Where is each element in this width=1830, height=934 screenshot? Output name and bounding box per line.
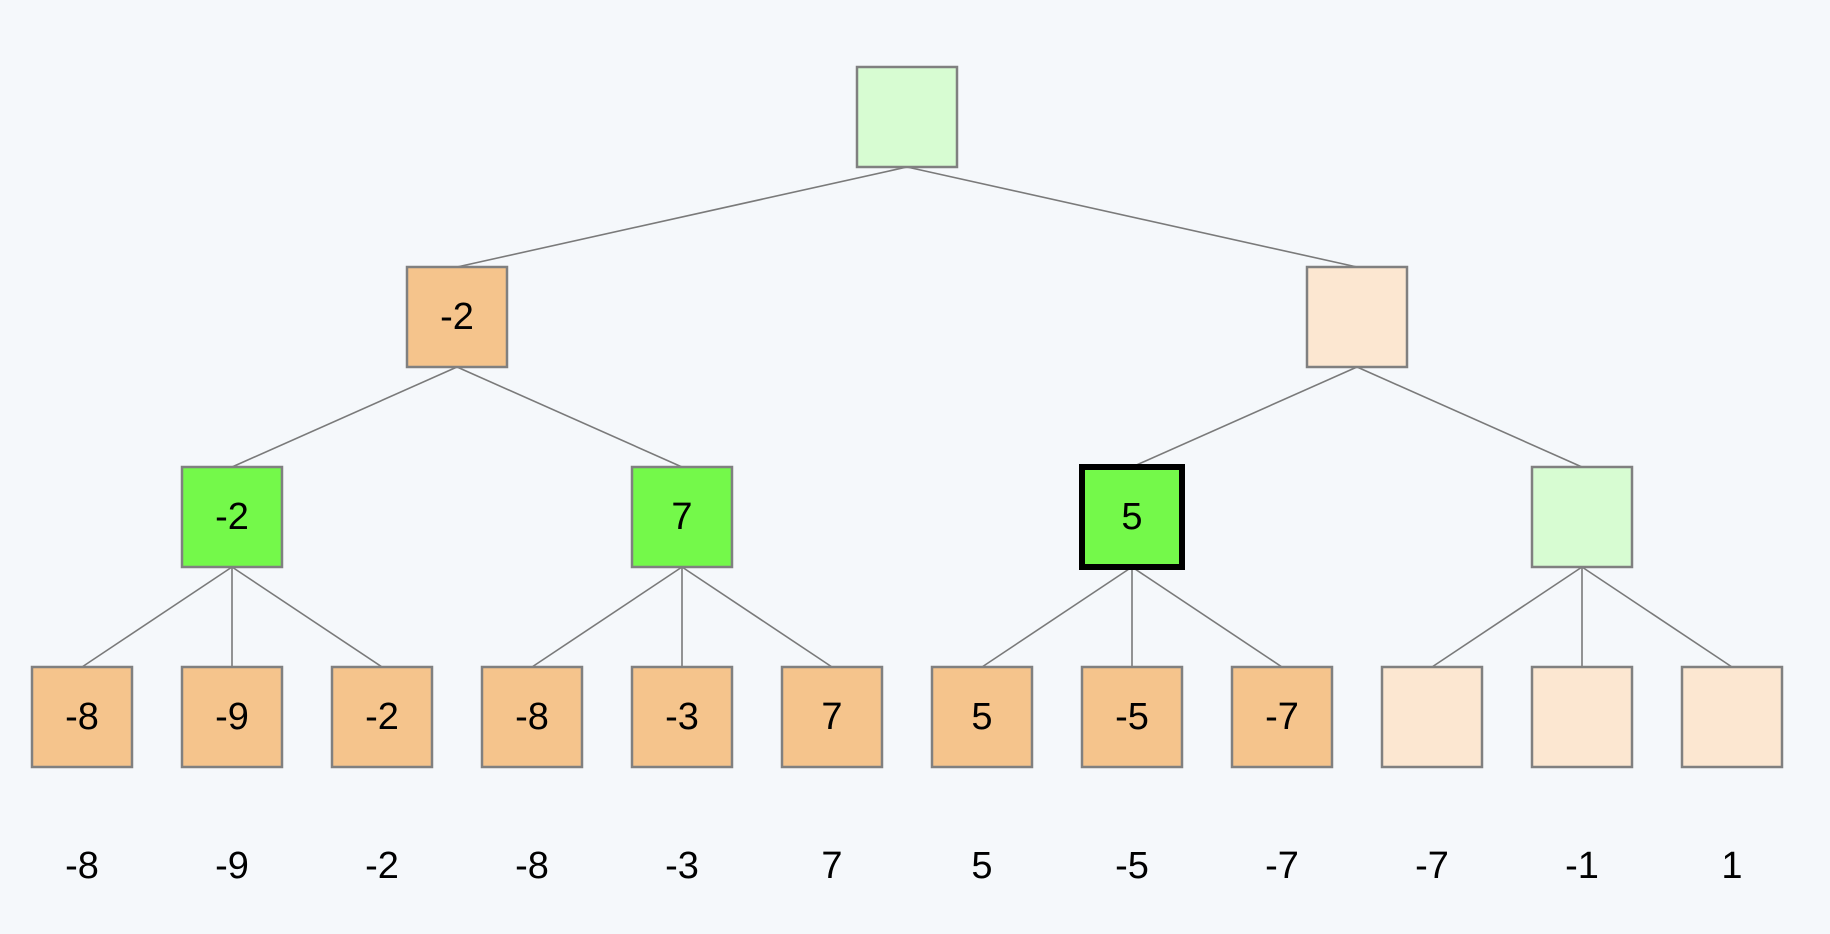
node-box[interactable] xyxy=(1530,665,1634,769)
tree-nodes: -2 -2 -8 -9 -2 7 -8 -3 7 5 5 -5 -7 xyxy=(30,65,1784,769)
min-node[interactable] xyxy=(1680,665,1784,769)
node-value: -8 xyxy=(515,696,549,738)
tree-edge xyxy=(456,366,683,468)
min-node[interactable]: -7 xyxy=(1230,665,1334,769)
leaf-value-label: -9 xyxy=(215,845,249,887)
tree-edge xyxy=(1131,366,1358,468)
tree-edge xyxy=(1431,566,1583,668)
node-box[interactable] xyxy=(30,665,134,769)
node-box[interactable] xyxy=(630,465,734,569)
tree-edge xyxy=(1356,366,1583,468)
leaf-value-label: -1 xyxy=(1565,845,1599,887)
node-box[interactable] xyxy=(1305,265,1409,369)
node-value: 7 xyxy=(671,496,692,538)
tree-edge xyxy=(231,566,383,668)
node-box[interactable] xyxy=(1080,665,1184,769)
tree-edge xyxy=(981,566,1133,668)
node-box[interactable] xyxy=(180,465,284,569)
min-node[interactable]: -9 xyxy=(180,665,284,769)
tree-edge xyxy=(1581,566,1733,668)
leaf-value-label: -8 xyxy=(515,845,549,887)
min-node[interactable] xyxy=(1380,665,1484,769)
max-node[interactable] xyxy=(1530,465,1634,569)
tree-edge xyxy=(81,566,233,668)
tree-edge xyxy=(231,366,458,468)
min-node[interactable]: -5 xyxy=(1080,665,1184,769)
max-node[interactable] xyxy=(855,65,959,169)
node-value: -8 xyxy=(65,696,99,738)
node-value: -2 xyxy=(365,696,399,738)
min-node[interactable]: 7 xyxy=(780,665,884,769)
tree-edge xyxy=(531,566,683,668)
tree-edge xyxy=(906,166,1358,268)
tree-edge xyxy=(1131,566,1283,668)
node-box[interactable] xyxy=(1380,665,1484,769)
node-box[interactable] xyxy=(630,665,734,769)
node-value: 7 xyxy=(821,696,842,738)
node-box[interactable] xyxy=(480,665,584,769)
node-value: 5 xyxy=(971,696,992,738)
leaf-value-label: -7 xyxy=(1415,845,1449,887)
node-value: 5 xyxy=(1121,496,1142,538)
tree-edge xyxy=(456,166,908,268)
leaf-value-label: -8 xyxy=(65,845,99,887)
min-node[interactable] xyxy=(1305,265,1409,369)
node-value: -2 xyxy=(440,296,474,338)
leaf-values-row: -8 -9 -2 -8 -3 7 5 -5 -7 -7 -1 1 xyxy=(65,845,1742,887)
node-value: -2 xyxy=(215,496,249,538)
min-node[interactable]: -8 xyxy=(480,665,584,769)
max-node[interactable]: 7 xyxy=(630,465,734,569)
node-value: -7 xyxy=(1265,696,1299,738)
current-node-box[interactable] xyxy=(1079,464,1185,570)
max-node[interactable]: 5 xyxy=(1079,464,1185,570)
node-box[interactable] xyxy=(1680,665,1784,769)
min-node[interactable]: 5 xyxy=(930,665,1034,769)
min-node[interactable] xyxy=(1530,665,1634,769)
leaf-value-label: 1 xyxy=(1721,845,1742,887)
node-box[interactable] xyxy=(180,665,284,769)
node-value: -3 xyxy=(665,696,699,738)
node-value: -5 xyxy=(1115,696,1149,738)
node-box[interactable] xyxy=(930,665,1034,769)
leaf-value-label: -2 xyxy=(365,845,399,887)
leaf-value-label: -7 xyxy=(1265,845,1299,887)
max-node[interactable]: -2 xyxy=(180,465,284,569)
leaf-value-label: -5 xyxy=(1115,845,1149,887)
node-box[interactable] xyxy=(330,665,434,769)
leaf-value-label: 5 xyxy=(971,845,992,887)
tree-edge xyxy=(681,566,833,668)
min-node[interactable]: -3 xyxy=(630,665,734,769)
node-value: -9 xyxy=(215,696,249,738)
node-box[interactable] xyxy=(855,65,959,169)
min-node[interactable]: -2 xyxy=(405,265,509,369)
min-node[interactable]: -8 xyxy=(30,665,134,769)
node-box[interactable] xyxy=(405,265,509,369)
node-box[interactable] xyxy=(1230,665,1334,769)
leaf-value-label: 7 xyxy=(821,845,842,887)
tree-edges xyxy=(81,166,1733,668)
leaf-value-label: -3 xyxy=(665,845,699,887)
node-box[interactable] xyxy=(780,665,884,769)
min-node[interactable]: -2 xyxy=(330,665,434,769)
node-box[interactable] xyxy=(1530,465,1634,569)
